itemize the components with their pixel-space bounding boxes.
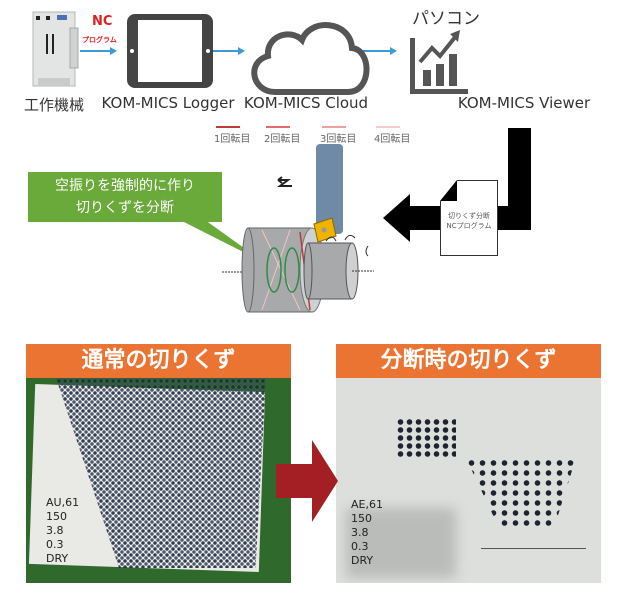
- callout-box: 空振りを強制的に作り 切りくずを分断: [28, 172, 222, 222]
- tablet-icon: [127, 14, 213, 88]
- rotation-1: 1回転目: [214, 126, 250, 145]
- program-label: プログラム: [82, 36, 117, 44]
- document-fold-icon: [440, 180, 457, 201]
- callout-line-2: 切りくずを分断: [76, 200, 174, 216]
- feed-direction-icon: [277, 176, 292, 187]
- rotation-4: 4回転目: [374, 126, 410, 145]
- comparison-arrow: [276, 440, 338, 522]
- normal-chips-header: 通常の切りくず: [26, 344, 291, 378]
- rotation-2: 2回転目: [264, 126, 300, 145]
- chart-icon: [410, 30, 468, 94]
- document-line-1: 切りくず分断: [448, 212, 490, 220]
- nc-label: NC: [92, 14, 113, 29]
- callout-line-1: 空振りを強制的に作り: [55, 178, 195, 194]
- document-line-2: NCプログラム: [446, 222, 492, 230]
- cutting-tool: [316, 144, 343, 234]
- machine-tool-icon: [32, 11, 79, 87]
- flow-arrows: [80, 14, 468, 95]
- viewer-label: KOM-MICS Viewer: [457, 94, 591, 112]
- rotation-3: 3回転目: [320, 126, 356, 145]
- divided-chips-header: 分断時の切りくず: [336, 344, 601, 378]
- machine-label: 工作機械: [23, 96, 85, 114]
- scale-bar: [481, 548, 586, 549]
- cloud-icon: [251, 22, 370, 95]
- pc-label: パソコン: [412, 9, 480, 29]
- logger-label: KOM-MICS Logger: [101, 94, 235, 112]
- cloud-label: KOM-MICS Cloud: [243, 94, 369, 112]
